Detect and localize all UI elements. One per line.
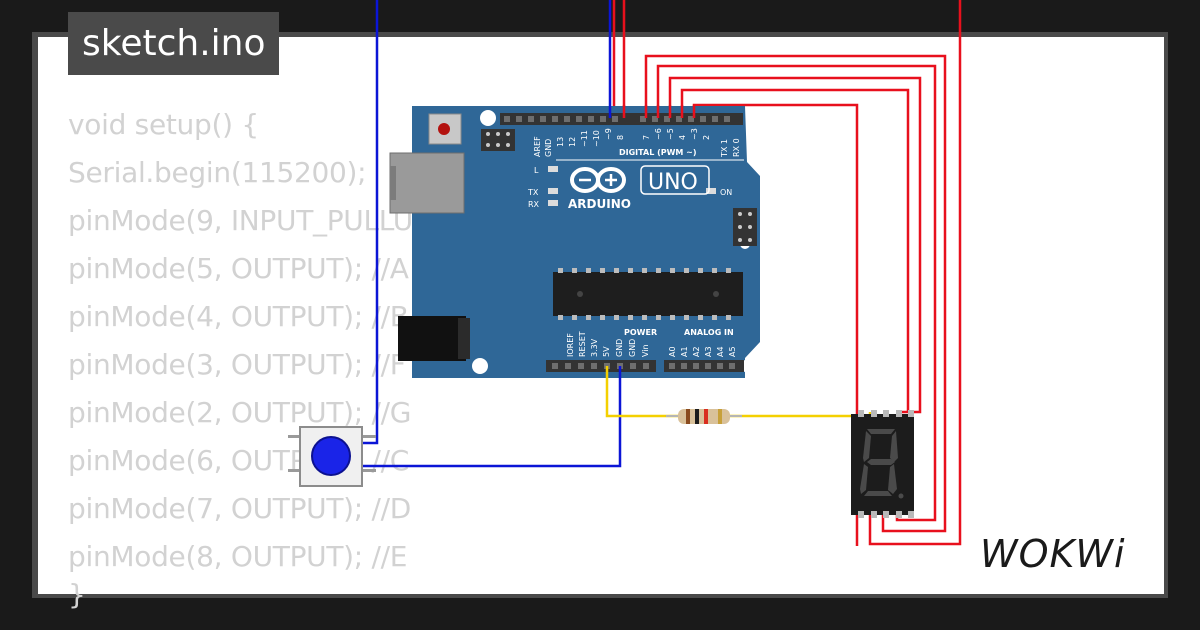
pin-label: TX 1 <box>720 139 729 158</box>
code-line: pinMode(7, OUTPUT); //D <box>68 492 412 525</box>
led-tx <box>548 188 558 194</box>
led-label: ON <box>720 188 732 197</box>
code-line: } <box>68 578 86 611</box>
pin-label: IOREF <box>566 333 575 357</box>
wokwi-logo: WOKWi <box>980 532 1126 576</box>
pin-label: A4 <box>716 346 725 357</box>
led-rx <box>548 200 558 206</box>
power-header-label: POWER <box>624 328 657 337</box>
led-label: RX <box>528 200 540 209</box>
pin-label: GND <box>544 139 553 157</box>
code-line: pinMode(8, OUTPUT); //E <box>68 540 408 573</box>
pin-label: A3 <box>704 346 713 357</box>
code-line: Serial.begin(115200); <box>68 156 367 189</box>
atmega-chip <box>553 272 743 316</box>
pin-label: A5 <box>728 346 737 357</box>
pin-label: ~9 <box>604 128 613 140</box>
usb-connector <box>389 152 465 214</box>
power-header <box>546 360 656 372</box>
arduino-logo-icon <box>570 167 626 193</box>
pin-label: A0 <box>668 346 677 357</box>
pin-label: ~6 <box>654 128 663 140</box>
resistor[interactable] <box>666 409 742 424</box>
pin-label: A1 <box>680 346 689 357</box>
mounting-hole <box>472 358 488 374</box>
analog-header-label: ANALOG IN <box>684 328 734 337</box>
mounting-hole <box>480 110 496 126</box>
pin-label: 8 <box>616 135 625 140</box>
code-line: void setup() { <box>68 108 259 141</box>
pin-label: 2 <box>702 135 711 140</box>
arduino-uno-board[interactable]: AREF GND 13 12 ~11 ~10 ~9 8 7 ~6 ~5 4 ~3… <box>389 106 760 378</box>
pin-label: 12 <box>568 137 577 147</box>
digital-header-label: DIGITAL (PWM ~) <box>619 148 697 157</box>
pin-label: 5V <box>602 346 611 357</box>
seven-segment-display[interactable] <box>851 410 914 518</box>
button-wires[interactable] <box>362 0 622 468</box>
board-model: UNO <box>648 170 698 195</box>
push-button[interactable] <box>288 426 376 487</box>
wokwi-logo-text: WOKWi <box>980 532 1126 576</box>
digital-header <box>500 113 743 125</box>
pin-label: 3.3V <box>590 338 599 357</box>
led-label: L <box>534 166 539 175</box>
led-l <box>548 166 558 172</box>
pin-label: 7 <box>642 135 651 140</box>
power-jack <box>398 316 466 361</box>
pin-label: ~5 <box>666 128 675 140</box>
pin-label: RESET <box>578 331 587 357</box>
pin-label: GND <box>628 339 637 357</box>
pin-label: ~11 <box>580 130 589 147</box>
pin-label: GND <box>615 339 624 357</box>
sketch-title: sketch.ino <box>68 12 280 75</box>
pin-label: ~10 <box>592 130 601 147</box>
pin-label: 4 <box>678 135 687 140</box>
pin-label: 13 <box>556 137 565 147</box>
code-background: void setup() { Serial.begin(115200); pin… <box>68 100 668 611</box>
pin-label: ~3 <box>690 128 699 140</box>
pin-label: RX 0 <box>732 138 741 157</box>
led-on <box>706 188 716 194</box>
led-label: TX <box>527 188 539 197</box>
pin-label: Vin <box>641 344 650 357</box>
pin-label: A2 <box>692 346 701 357</box>
pin-label: AREF <box>533 136 542 157</box>
board-brand: ARDUINO <box>568 197 631 211</box>
